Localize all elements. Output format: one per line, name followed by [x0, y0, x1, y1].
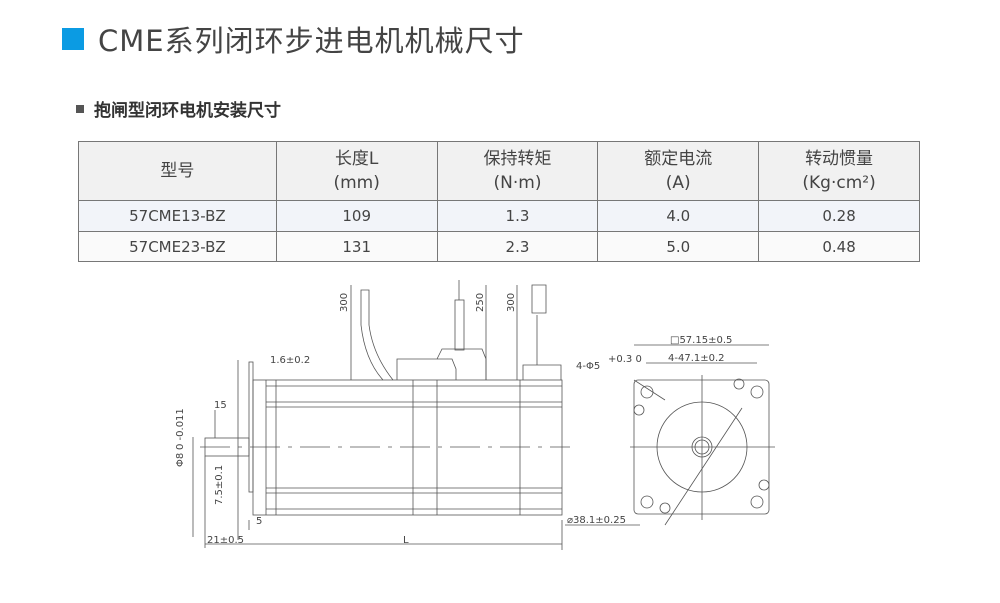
dim-holes-tol: +0.3 0: [608, 354, 642, 365]
dim-boss: ⌀38.1±0.25: [567, 515, 626, 526]
dim-cable3: 300: [506, 293, 517, 312]
dim-pilot: 5: [256, 516, 262, 527]
cell: 1.3: [436, 200, 599, 232]
dim-flat: 7.5±0.1: [214, 465, 225, 505]
dim-extension: 21±0.5: [207, 535, 244, 546]
header-inertia: 转动惯量(Kg·cm²): [758, 141, 920, 201]
front-view: [565, 344, 775, 526]
dim-shaft-tol: 0 -0.011: [175, 408, 186, 450]
cell: 2.3: [436, 231, 599, 262]
table-header: 型号 长度L(mm) 保持转矩(N·m) 额定电流(A) 转动惯量(Kg·cm²…: [78, 141, 920, 201]
cell: 109: [275, 200, 438, 232]
cell: 57CME23-BZ: [78, 231, 277, 262]
title-marker-icon: [62, 28, 84, 50]
subtitle-text: 抱闸型闭环电机安装尺寸: [94, 101, 281, 121]
cell: 4.0: [597, 200, 760, 232]
title-text: CME系列闭环步进电机机械尺寸: [98, 24, 525, 58]
cell: 131: [275, 231, 438, 262]
page-title: CME系列闭环步进电机机械尺寸: [62, 18, 525, 60]
dim-shaft-dia: Φ8: [175, 453, 186, 467]
side-view: [192, 280, 570, 550]
cell: 0.28: [758, 200, 920, 232]
section-subtitle: 抱闸型闭环电机安装尺寸: [76, 96, 281, 121]
header-model: 型号: [78, 141, 277, 201]
dim-length: L: [403, 535, 409, 546]
dim-flange: 1.6±0.2: [270, 355, 310, 366]
cell: 57CME13-BZ: [78, 200, 277, 232]
cell: 5.0: [597, 231, 760, 262]
dim-hole-pitch: 4-47.1±0.2: [668, 353, 725, 364]
dim-cable1: 300: [339, 293, 350, 312]
spec-table: 型号 长度L(mm) 保持转矩(N·m) 额定电流(A) 转动惯量(Kg·cm²…: [78, 141, 920, 262]
dim-square: □57.15±0.5: [670, 335, 732, 346]
dim-shaft-length: 15: [214, 400, 227, 411]
dim-cable2: 250: [475, 293, 486, 312]
cell: 0.48: [758, 231, 920, 262]
header-length: 长度L(mm): [275, 141, 438, 201]
bullet-icon: [76, 104, 84, 113]
dim-holes: 4-Φ5: [576, 361, 600, 372]
